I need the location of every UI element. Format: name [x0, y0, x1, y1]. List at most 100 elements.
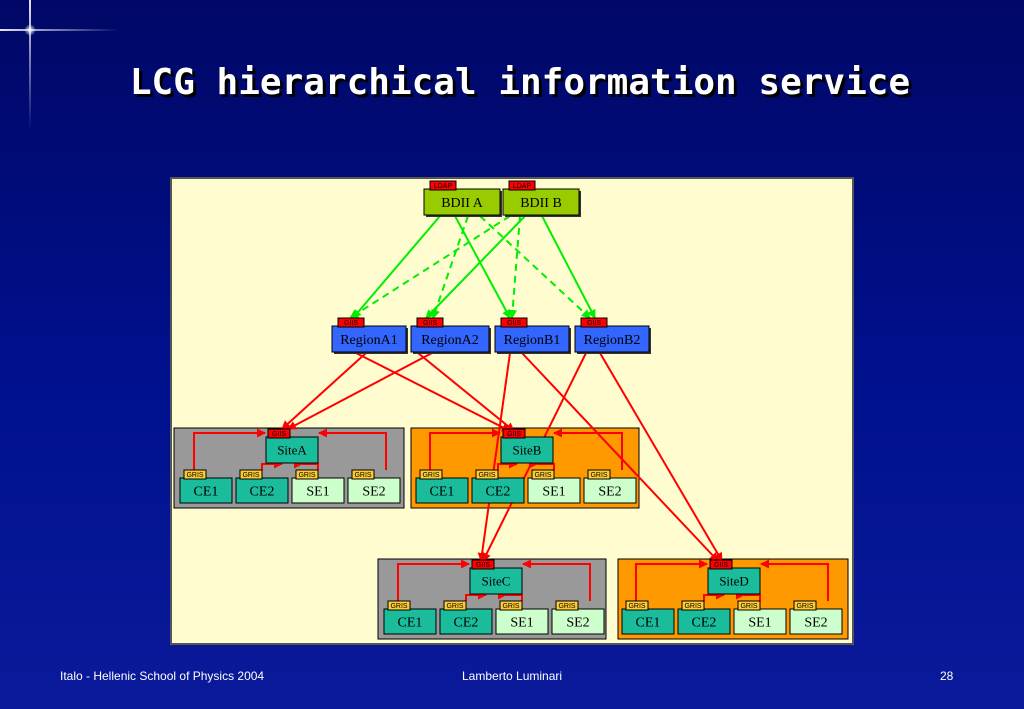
site-b-giis-tag-text: GIIS [507, 431, 521, 438]
arrow-bdii-b-region-b2 [541, 215, 596, 319]
site-b-node-ce1-gris-tag [419, 469, 443, 480]
site-a-link-ce1 [193, 428, 266, 470]
arrow-bdii-a-region-b1 [454, 215, 511, 319]
region-1-giis-tag [337, 317, 365, 328]
site-d-node-ce1 [621, 608, 675, 635]
site-d-node-se2 [789, 608, 843, 635]
star-icon [24, 24, 36, 36]
site-c-node-se2-gris-tag [555, 600, 579, 611]
star-flare-vertical [29, 0, 31, 130]
region-4-giis-tag [580, 317, 608, 328]
site-c-node-se2-gris-tag-text: GRIS [558, 603, 575, 610]
site-b-node-se1-gris-tag-text: GRIS [534, 472, 551, 479]
site-a-node-ce1-gris-tag [183, 469, 207, 480]
bdii-b-ldap-tag [508, 180, 536, 191]
site-b-link-se1 [536, 459, 555, 470]
arrow-region-a2-site-a [287, 352, 433, 430]
region-2 [410, 325, 490, 353]
site-d-node-ce2-gris-tag-text: GRIS [684, 603, 701, 610]
site-a-node-se2-label: SE2 [362, 485, 385, 500]
bdii-a-label: BDII A [441, 196, 484, 211]
site-b-node-se1-gris-tag [531, 469, 555, 480]
site-d-node-se1-gris-tag-text: GRIS [740, 603, 757, 610]
site-a-node-se1-label: SE1 [306, 485, 329, 500]
site-d-node-se1 [733, 608, 787, 635]
site-c-link-ce1 [397, 559, 470, 601]
site-b-link-ce1 [429, 428, 501, 470]
site-a-node-se1-gris-tag [295, 469, 319, 480]
site-d-link-ce2 [703, 590, 725, 601]
site-b-node-se2-gris-tag [587, 469, 611, 480]
arrow-region-a1-site-b [355, 352, 511, 432]
site-d-node-se1-gris-tag [737, 600, 761, 611]
site-a-link-se2 [318, 428, 387, 470]
site-a-node-se1-gris-tag-text: GRIS [298, 472, 315, 479]
site-d-box-label: SiteD [719, 574, 749, 589]
region-3-giis-tag [500, 317, 528, 328]
site-d-link-se2 [760, 559, 829, 601]
site-a-node-ce2-gris-tag-text: GRIS [242, 472, 259, 479]
site-c-giis-tag [471, 559, 495, 570]
bdii-a-ldap-tag [429, 180, 457, 191]
site-a-box [265, 436, 319, 464]
site-c-node-ce2-label: CE2 [454, 616, 479, 631]
bdii-b [502, 188, 580, 216]
site-c-node-ce1-label: CE1 [398, 616, 423, 631]
site-b-node-se2-gris-tag-text: GRIS [590, 472, 607, 479]
site-c-node-se2-label: SE2 [566, 616, 589, 631]
site-a-node-ce1-gris-tag-text: GRIS [186, 472, 203, 479]
site-c-giis-tag-text: GIIS [476, 562, 490, 569]
region-2-label: RegionA2 [421, 333, 479, 348]
site-d-node-se2-gris-tag-text: GRIS [796, 603, 813, 610]
site-c-node-ce2-gris-tag-text: GRIS [446, 603, 463, 610]
site-c-node-ce1-gris-tag-text: GRIS [390, 603, 407, 610]
region-2-giis-tag [416, 317, 444, 328]
region-4 [574, 325, 650, 353]
site-b-node-ce2-label: CE2 [486, 485, 511, 500]
arrow-bdii-a-region-b2-dashed [479, 215, 591, 319]
site-a-link-se1 [301, 459, 319, 470]
bdii-b-ldap-tag-text: LDAP [513, 183, 532, 190]
region-3-label: RegionB1 [504, 333, 561, 348]
site-b-link-ce2 [497, 459, 518, 470]
site-a-link-ce2 [261, 459, 283, 470]
site-c-node-ce1-gris-tag [387, 600, 411, 611]
site-d-node-ce2-gris-tag [681, 600, 705, 611]
region-3 [494, 325, 570, 353]
site-d-node-ce1-label: CE1 [636, 616, 661, 631]
site-b-node-ce1-gris-tag-text: GRIS [422, 472, 439, 479]
arrow-bdii-b-region-a1-dashed [349, 215, 511, 319]
site-a-node-se2-gris-tag-text: GRIS [354, 472, 371, 479]
site-c-node-se1-gris-tag-text: GRIS [502, 603, 519, 610]
region-2-giis-tag-text: GIIS [423, 320, 437, 327]
site-c-node-se1-gris-tag [499, 600, 523, 611]
site-d-node-se1-label: SE1 [748, 616, 771, 631]
site-a-node-ce2-label: CE2 [250, 485, 275, 500]
site-a-node-ce1 [179, 477, 233, 504]
site-d-node-ce1-gris-tag-text: GRIS [628, 603, 645, 610]
site-a-node-se2 [347, 477, 401, 504]
region-1 [331, 325, 407, 353]
site-c-box-label: SiteC [482, 574, 511, 589]
site-a-node-ce1-label: CE1 [194, 485, 219, 500]
bdii-b-label: BDII B [520, 196, 562, 211]
site-c-link-ce2 [465, 590, 487, 601]
arrow-bdii-b-region-a2 [425, 215, 526, 319]
slide-title: LCG hierarchical information service [129, 62, 911, 103]
region-1-giis-tag-text: GIIS [344, 320, 358, 327]
arrow-region-a1-site-a [281, 352, 367, 430]
site-d-node-se2-gris-tag [793, 600, 817, 611]
bdii-a [423, 188, 501, 216]
site-b-node-ce1-label: CE1 [430, 485, 455, 500]
site-c-node-ce1 [383, 608, 437, 635]
site-b-box [500, 436, 554, 464]
site-a-giis-tag-text: GIIS [272, 431, 286, 438]
site-b-giis-tag [502, 428, 526, 439]
site-c-node-se1-label: SE1 [510, 616, 533, 631]
site-b-node-se1-label: SE1 [542, 485, 565, 500]
site-c-box [469, 567, 523, 595]
site-a-box-label: SiteA [277, 443, 307, 458]
site-b-node-ce2-gris-tag-text: GRIS [478, 472, 495, 479]
arrow-region-b2-site-d [599, 352, 723, 562]
